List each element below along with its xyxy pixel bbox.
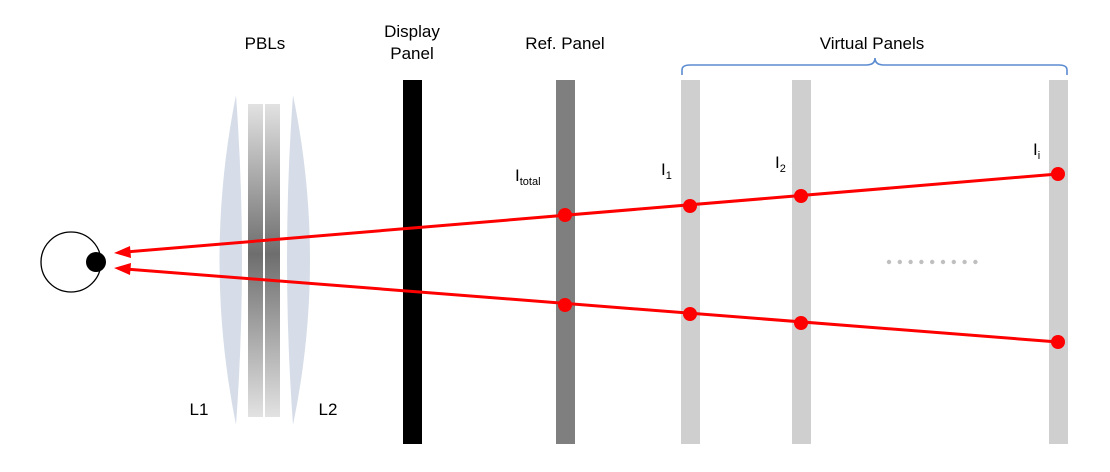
label-i-i: Ii xyxy=(1033,140,1040,162)
point-lower-v1 xyxy=(683,307,697,321)
lens-l2 xyxy=(287,95,310,425)
pbl-plate-2 xyxy=(265,104,280,417)
ellipsis-dot xyxy=(951,259,956,265)
label-i-total: Itotal xyxy=(515,166,541,188)
point-lower-ref xyxy=(558,298,572,312)
ellipsis-dot xyxy=(897,259,902,265)
label-display-line2: Panel xyxy=(390,44,433,63)
virtual-panels-bracket xyxy=(681,57,1068,75)
ray-upper-arrowhead xyxy=(114,246,131,258)
virtual-panel-i xyxy=(1049,80,1068,444)
label-i-2: I2 xyxy=(775,153,786,175)
ellipsis-dot xyxy=(930,259,935,265)
label-display-line1: Display xyxy=(384,22,440,41)
point-upper-v1 xyxy=(683,199,697,213)
point-upper-vi xyxy=(1051,167,1065,181)
point-lower-vi xyxy=(1051,335,1065,349)
ellipsis-dot xyxy=(886,259,892,265)
ellipsis-dot xyxy=(940,259,946,265)
ray-lower xyxy=(125,267,1059,344)
ellipsis-dots xyxy=(886,259,978,265)
ellipsis-dot xyxy=(973,259,978,265)
pbl-plate-1 xyxy=(248,104,263,417)
display-panel xyxy=(403,80,422,444)
label-l1: L1 xyxy=(190,400,209,419)
point-upper-v2 xyxy=(794,189,808,203)
point-lower-v2 xyxy=(794,316,808,330)
label-ref-panel: Ref. Panel xyxy=(525,34,604,53)
eye-pupil xyxy=(86,252,106,272)
ref-panel xyxy=(556,80,575,444)
ellipsis-dot xyxy=(962,259,967,265)
label-virtual-panels: Virtual Panels xyxy=(820,34,925,53)
ray-lower-arrowhead xyxy=(114,263,131,275)
ray-upper xyxy=(125,172,1059,254)
ellipsis-dot xyxy=(919,259,924,265)
label-l2: L2 xyxy=(319,400,338,419)
ellipsis-dot xyxy=(908,259,913,265)
lens-l1 xyxy=(219,95,242,425)
virtual-panel-1 xyxy=(681,80,700,444)
virtual-panel-2 xyxy=(792,80,811,444)
label-pbls: PBLs xyxy=(245,34,286,53)
label-i-1: I1 xyxy=(661,160,672,182)
point-upper-ref xyxy=(558,208,572,222)
